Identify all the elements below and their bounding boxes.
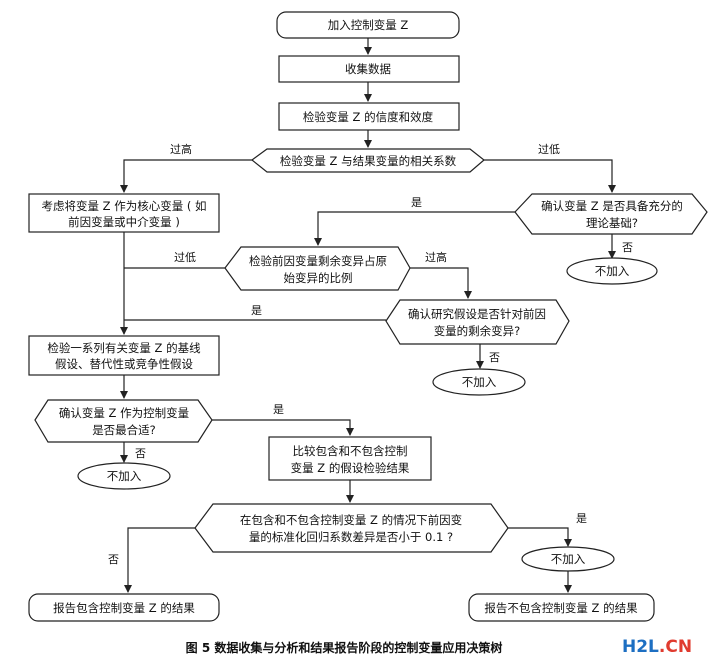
label-no-3: 否 <box>135 447 146 460</box>
edge-difference-report-with <box>124 527 195 593</box>
edge-correlation-core <box>120 159 252 193</box>
node-baseline-line2: 假设、替代性或竞争性假设 <box>55 357 193 371</box>
node-compare: 比较包含和不包含控制 变量 Z 的假设检验结果 <box>268 436 432 481</box>
edge-correlation-theory <box>484 159 616 193</box>
node-appropriate-line1: 确认变量 Z 作为控制变量 <box>59 406 189 420</box>
node-report-without-text: 报告不包含控制变量 Z 的结果 <box>484 601 638 615</box>
edge-difference-noadd4 <box>508 527 572 547</box>
label-no-4: 否 <box>108 553 119 566</box>
edge-residual-hypothesis <box>410 267 472 299</box>
figure-caption: 图 5 数据收集与分析和结果报告阶段的控制变量应用决策树 <box>186 640 503 655</box>
label-no-1: 否 <box>622 241 633 254</box>
node-report-with: 报告包含控制变量 Z 的结果 <box>28 593 220 622</box>
label-yes-1: 是 <box>411 196 422 209</box>
node-no-add-2-text: 不加入 <box>462 375 497 389</box>
svg-text:H2L.CN: H2L.CN <box>622 637 692 657</box>
node-collect-text: 收集数据 <box>345 62 391 76</box>
node-difference-line1: 在包含和不包含控制变量 Z 的情况下前因变 <box>240 513 462 527</box>
node-hypothesis-line1: 确认研究假设是否针对前因 <box>408 307 546 321</box>
node-residual-line1: 检验前因变量剩余变异占原 <box>249 254 387 268</box>
node-no-add-1-text: 不加入 <box>595 264 630 278</box>
node-validity: 检验变量 Z 的信度和效度 <box>278 102 460 131</box>
edge-appropriate-compare <box>212 419 354 436</box>
node-appropriate: 确认变量 Z 作为控制变量 是否最合适? <box>34 399 213 443</box>
edge-labels: 过高 过低 是 否 过低 过高 是 否 是 否 是 否 <box>108 142 633 566</box>
node-no-add-3-text: 不加入 <box>107 469 142 483</box>
node-compare-line1: 比较包含和不包含控制 <box>293 444 408 458</box>
node-compare-line2: 变量 Z 的假设检验结果 <box>291 461 410 475</box>
node-report-with-text: 报告包含控制变量 Z 的结果 <box>53 601 195 615</box>
node-correlation: 检验变量 Z 与结果变量的相关系数 <box>251 148 485 173</box>
label-too-high-1: 过高 <box>170 142 192 156</box>
node-theory-line2: 理论基础? <box>586 216 638 230</box>
connectors <box>120 38 616 593</box>
node-difference-line2: 量的标准化回归系数差异是否小于 0.1 ? <box>249 530 453 544</box>
node-correlation-text: 检验变量 Z 与结果变量的相关系数 <box>280 154 457 168</box>
node-residual: 检验前因变量剩余变异占原 始变异的比例 <box>224 246 411 291</box>
node-no-add-2: 不加入 <box>432 368 526 396</box>
node-theory-line1: 确认变量 Z 是否具备充分的 <box>541 199 683 213</box>
label-yes-3: 是 <box>273 403 284 416</box>
node-core-var-line1: 考虑将变量 Z 作为核心变量 ( 如 <box>42 199 207 213</box>
node-baseline-line1: 检验一系列有关变量 Z 的基线 <box>47 341 201 355</box>
label-yes-4: 是 <box>576 512 587 525</box>
node-no-add-1: 不加入 <box>566 257 658 285</box>
node-baseline: 检验一系列有关变量 Z 的基线 假设、替代性或竞争性假设 <box>28 335 220 376</box>
node-no-add-4-text: 不加入 <box>551 552 586 566</box>
label-too-low-2: 过低 <box>174 251 196 264</box>
node-theory: 确认变量 Z 是否具备充分的 理论基础? <box>514 193 708 235</box>
label-too-high-2: 过高 <box>425 250 447 264</box>
node-appropriate-line2: 是否最合适? <box>92 423 156 437</box>
label-yes-2: 是 <box>251 304 262 317</box>
label-no-2: 否 <box>489 351 500 364</box>
node-no-add-4: 不加入 <box>521 546 615 572</box>
node-residual-line2: 始变异的比例 <box>284 271 353 285</box>
node-hypothesis: 确认研究假设是否针对前因 变量的剩余变异? <box>385 299 570 345</box>
watermark-logo: H2L.CN <box>622 637 692 657</box>
node-collect: 收集数据 <box>278 55 460 83</box>
node-core-var-line2: 前因变量或中介变量 ) <box>68 215 180 229</box>
edge-theory-residual <box>314 211 518 246</box>
label-too-low-1: 过低 <box>538 143 560 156</box>
node-hypothesis-line2: 变量的剩余变异? <box>434 324 521 338</box>
node-start: 加入控制变量 Z <box>276 11 460 39</box>
node-core-var: 考虑将变量 Z 作为核心变量 ( 如 前因变量或中介变量 ) <box>28 193 220 233</box>
node-start-text: 加入控制变量 Z <box>328 18 409 32</box>
watermark-part2: .CN <box>659 637 692 657</box>
watermark-part1: H2L <box>622 637 659 657</box>
node-report-without: 报告不包含控制变量 Z 的结果 <box>468 593 655 622</box>
node-validity-text: 检验变量 Z 的信度和效度 <box>303 110 434 124</box>
node-no-add-3: 不加入 <box>77 462 171 490</box>
node-difference: 在包含和不包含控制变量 Z 的情况下前因变 量的标准化回归系数差异是否小于 0.… <box>194 503 509 553</box>
